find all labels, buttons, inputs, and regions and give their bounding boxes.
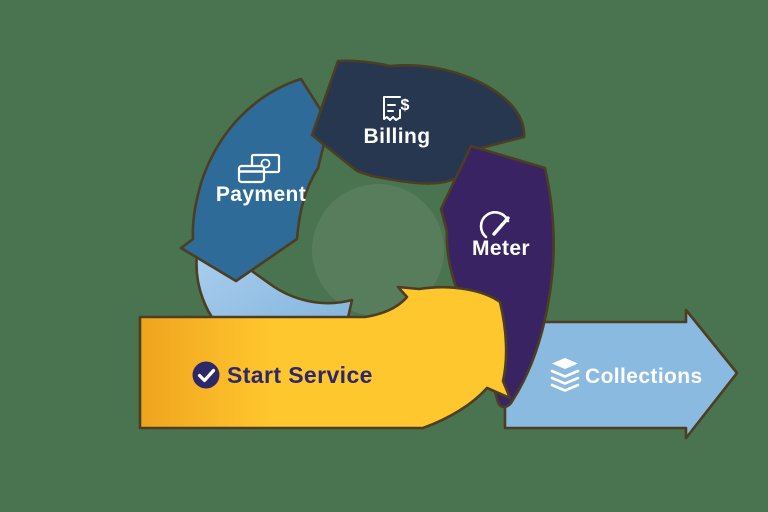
collections-label: Collections [585, 365, 703, 388]
receipt-dollar-sign: $ [401, 97, 410, 114]
meter-segment [439, 144, 555, 409]
start-service-label: Start Service [227, 362, 373, 388]
cash-card-icon [237, 153, 281, 184]
gauge-icon [479, 211, 510, 239]
layers-icon [550, 358, 580, 392]
meter-label: Meter [472, 237, 530, 260]
start-service-arrow [138, 285, 512, 430]
billing-label: Billing [364, 125, 431, 148]
collections-arrow [503, 308, 739, 440]
cycle-inner-circle [312, 184, 444, 316]
check-circle-icon [192, 361, 220, 389]
receipt-dollar-icon [383, 96, 401, 121]
payment-label: Payment [216, 183, 306, 206]
